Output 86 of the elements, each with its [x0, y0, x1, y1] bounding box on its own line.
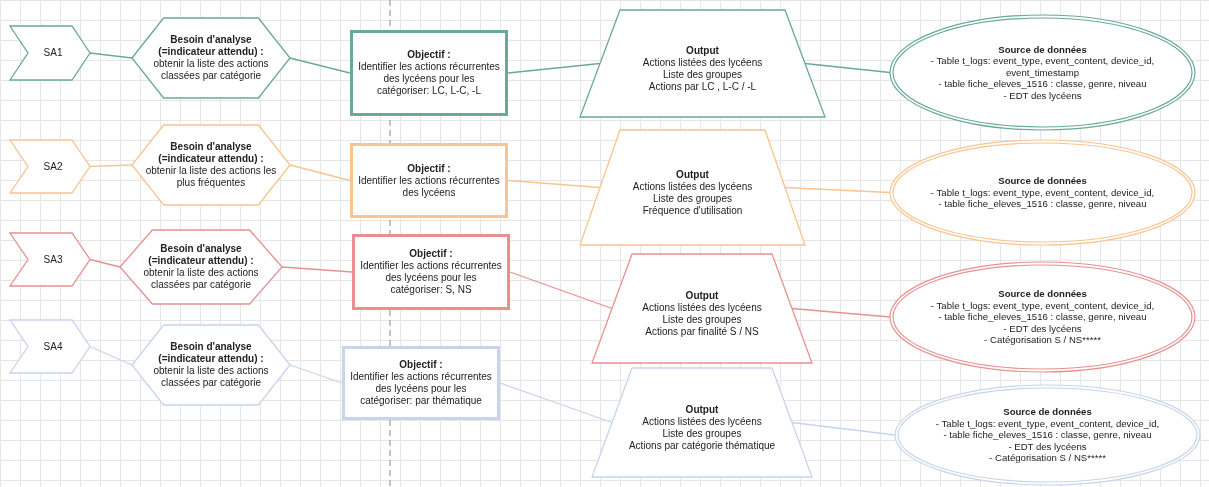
double-ellipse — [890, 15, 1195, 130]
heading-text: Objectif : — [407, 162, 451, 175]
heading-text: Objectif : — [399, 359, 443, 371]
body-text: obtenir la liste des actions classées par catégorie — [142, 267, 260, 291]
body-text: Actions listées des lycéens — [632, 180, 753, 193]
body-text: - Catégorisation S / NS***** — [989, 452, 1106, 464]
body-text: - EDT des lycéens — [1003, 322, 1082, 335]
body-text: obtenir la liste des actions les plus fréquentes — [144, 165, 278, 189]
hexagon-shape — [132, 125, 290, 205]
chevron-shape — [10, 233, 90, 286]
body-text: - table fiche_eleves_1516 : classe, genre, niveau — [938, 198, 1147, 210]
process-box — [350, 30, 508, 116]
chevron-shape — [10, 140, 90, 193]
chevron-shape — [10, 26, 90, 80]
body-text: Identifier les actions récurrentes des lycéens pour les catégoriser: par thématique — [349, 371, 493, 407]
body-text: Actions listées des lycéens — [642, 56, 763, 69]
hexagon-shape — [120, 230, 282, 304]
body-text: - table fiche_eleves_1516 : classe, genre, niveau — [938, 311, 1147, 323]
heading-text: Output — [685, 289, 719, 302]
body-text: Actions par catégorie thématique — [628, 439, 776, 452]
connector-line — [509, 271, 613, 310]
body-text: Actions listées des lycéens — [642, 415, 762, 428]
body-text: Actions listées des lycéens — [642, 301, 762, 314]
process-box — [352, 234, 510, 310]
body-text: Liste des groupes — [653, 192, 732, 205]
heading-text: Source de données — [998, 288, 1087, 300]
trapezoid-shape — [580, 130, 805, 245]
process-box — [342, 346, 500, 420]
body-text: Identifier les actions récurrentes des lycéens pour les catégoriser: S, NS — [359, 260, 503, 296]
connector-line — [289, 364, 343, 384]
heading-text: Source de données — [998, 43, 1087, 56]
step-label: SA4 — [43, 340, 63, 353]
heading-text: Objectif : — [407, 49, 451, 61]
trapezoid-shape — [580, 10, 825, 117]
body-text: Liste des groupes — [662, 313, 742, 326]
body-text: Actions par LC , L-C / -L — [648, 80, 757, 93]
hexagon-shape — [132, 325, 290, 405]
step-label: SA2 — [43, 160, 63, 173]
double-ellipse — [890, 140, 1195, 245]
process-box — [350, 143, 508, 218]
body-text: - EDT des lycéens — [1003, 89, 1082, 102]
connector-line — [804, 62, 891, 74]
connector-line — [89, 164, 133, 168]
heading-text: Output — [686, 44, 719, 57]
heading-text: Besoin d'analyse (=indicateur attendu) : — [157, 141, 265, 165]
heading-text: Source de données — [998, 175, 1087, 187]
body-text: obtenir la liste des actions classées par catégorie — [152, 58, 270, 82]
hexagon-shape — [132, 18, 290, 98]
step-label: SA3 — [43, 253, 63, 266]
trapezoid-shape — [592, 368, 812, 477]
step-label: SA1 — [43, 47, 63, 59]
connector-line — [499, 382, 613, 424]
connector-line — [289, 57, 351, 74]
heading-text: Besoin d'analyse (=indicateur attendu) : — [157, 341, 265, 365]
connector-line — [289, 164, 351, 182]
body-text: Liste des groupes — [663, 68, 742, 81]
connector-line — [89, 258, 121, 268]
body-text: - Table t_logs: event_type, event_content, device_id, — [935, 417, 1160, 430]
body-text: - table fiche_eleves_1516 : classe, genre, niveau — [938, 78, 1147, 90]
body-text: - table fiche_eleves_1516 : classe, genre, niveau — [943, 429, 1152, 441]
heading-text: Objectif : — [409, 248, 453, 260]
body-text: obtenir la liste des actions classées par catégorie — [152, 365, 270, 389]
body-text: - Table t_logs: event_type, event_content, device_id, — [930, 186, 1155, 199]
body-text: - EDT des lycéens — [1008, 440, 1087, 453]
connector-line — [507, 62, 601, 74]
connector-line — [784, 186, 891, 194]
connector-line — [89, 52, 133, 59]
body-text: - Catégorisation S / NS***** — [984, 334, 1101, 346]
body-text: - Table t_logs: event_type, event_content, device_id, — [930, 299, 1155, 312]
trapezoid-shape — [592, 254, 812, 363]
body-text: - Table t_logs: event_type, event_content, device_id, event_timestamp — [929, 55, 1156, 79]
double-ellipse — [895, 385, 1200, 485]
double-ellipse — [890, 262, 1195, 372]
heading-text: Source de données — [1003, 406, 1092, 418]
heading-text: Besoin d'analyse (=indicateur attendu) : — [157, 34, 265, 58]
body-text: Actions par finalité S / NS — [645, 325, 759, 338]
body-text: Liste des groupes — [662, 427, 742, 440]
connector-line — [281, 266, 353, 273]
connector-line — [89, 345, 133, 366]
heading-text: Besoin d'analyse (=indicateur attendu) : — [147, 243, 255, 267]
heading-text: Output — [685, 403, 719, 416]
body-text: Identifier les actions récurrentes des lycéens — [357, 174, 501, 199]
chevron-shape — [10, 320, 90, 373]
heading-text: Output — [676, 168, 709, 181]
body-text: Identifier les actions récurrentes des lycéens pour les catégoriser: LC, L-C, -L — [357, 61, 501, 97]
body-text: Fréquence d'utilisation — [642, 204, 743, 217]
